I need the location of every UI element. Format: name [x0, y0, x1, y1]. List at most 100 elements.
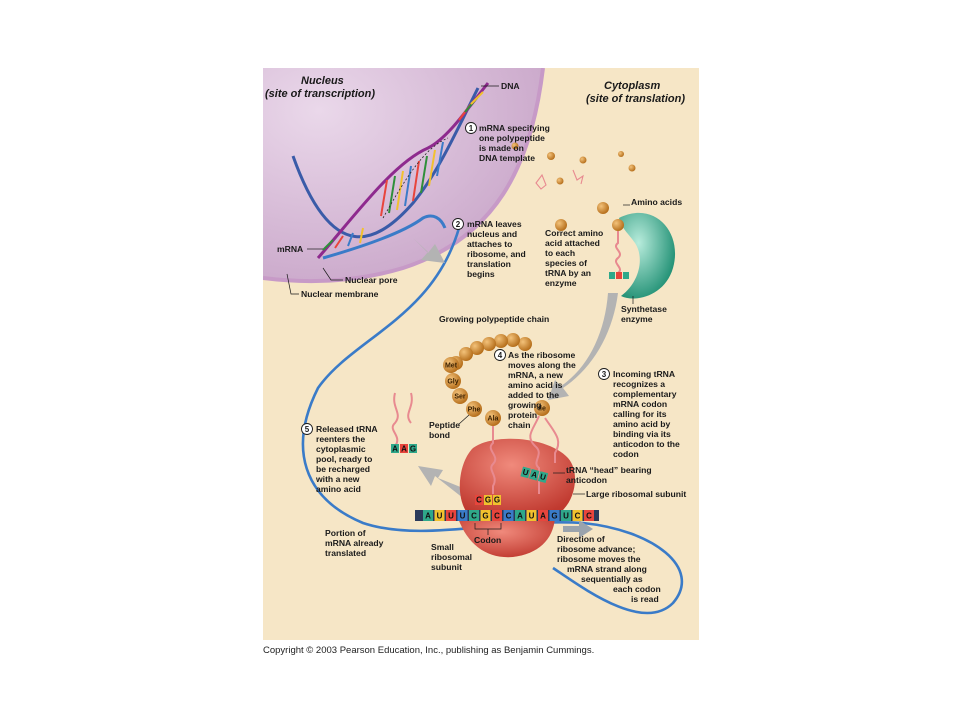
step-3-line-8: anticodon to the: [613, 439, 680, 449]
mrna-base-tile: [423, 510, 433, 521]
direction-line-7: is read: [631, 594, 659, 604]
mrna-base-letter: C: [506, 512, 512, 521]
mrna-base-tile: [526, 510, 537, 521]
small-subunit-line-2: ribosomal: [431, 552, 472, 562]
amino-acid-phe: Phe: [468, 407, 481, 414]
step-4-line-6: growing: [508, 400, 541, 410]
mrna-base-tile: [561, 510, 571, 521]
step-4-line-8: chain: [508, 420, 530, 430]
peptide-bond-line-1: Peptide: [429, 420, 460, 430]
cytoplasm-subtitle: (site of translation): [586, 93, 685, 105]
step-5-line-3: cytoplasmic: [316, 444, 366, 454]
protein-synthesis-figure: Met Gly Ser Phe Ala Ile A A G C G: [263, 68, 699, 640]
mrna-base-tile: [434, 510, 445, 521]
cytoplasm-title: Cytoplasm: [604, 80, 660, 92]
arrow-released-trna: [418, 466, 468, 498]
small-subunit-line-3: subunit: [431, 562, 462, 572]
step-4-line-7: protein: [508, 410, 537, 420]
step-2-number: 2: [456, 220, 461, 229]
mrna-strand: [301, 227, 684, 615]
step-2-line-1: mRNA leaves: [467, 219, 522, 229]
large-subunit-label: Large ribosomal subunit: [586, 489, 686, 499]
portion-line-1: Portion of: [325, 528, 366, 538]
direction-line-3: ribosome moves the: [557, 554, 641, 564]
step-2-line-3: attaches to: [467, 239, 512, 249]
mrna-base-letter: U: [529, 512, 535, 521]
synthetase-line-1: Synthetase: [621, 304, 667, 314]
step-3-circle: [598, 368, 610, 380]
correct-amino-line-3: to each: [545, 248, 575, 258]
portion-line-3: translated: [325, 548, 366, 558]
step-3-line-7: binding via its: [613, 429, 671, 439]
small-subunit-line-1: Small: [431, 542, 454, 552]
mrna-base-tile: [584, 510, 594, 521]
nucleus-title: Nucleus: [301, 75, 344, 87]
figure-svg: Met Gly Ser Phe Ala Ile A A G C G: [263, 68, 699, 640]
step-2-line-6: begins: [467, 269, 495, 279]
step-3-line-9: codon: [613, 449, 639, 459]
mrna-base-tile: [538, 510, 548, 521]
step-1-circle: [465, 122, 477, 134]
amino-acid-met: Met: [445, 363, 458, 370]
mrna-base-letter: C: [575, 512, 581, 521]
mrna-base-tile: [457, 510, 468, 521]
step-2-circle: [452, 218, 464, 230]
base-a2: A: [401, 445, 407, 454]
step-4-number: 4: [498, 351, 503, 360]
correct-amino-line-4: species of: [545, 258, 587, 268]
step-3-line-4: mRNA codon: [613, 399, 667, 409]
step-2: 2 mRNA leaves nucleus and attaches to ri…: [452, 218, 526, 279]
step-3-line-6: amino acid by: [613, 419, 671, 429]
step-5: 5 Released tRNA reenters the cytoplasmic…: [301, 423, 378, 494]
free-trna-outlines: [535, 169, 584, 190]
charging-trna: [609, 219, 629, 279]
portion-line-2: mRNA already: [325, 538, 384, 548]
step-5-line-4: pool, ready to: [316, 454, 372, 464]
codon-bracket: [474, 523, 502, 535]
step-4-line-4: amino acid is: [508, 380, 563, 390]
base-u2: U: [539, 472, 547, 482]
base-a1: A: [392, 445, 398, 454]
direction-label: Direction of ribosome advance; ribosome …: [557, 534, 661, 604]
step-5-circle: [301, 423, 313, 435]
step-5-line-6: with a new: [315, 474, 360, 484]
step-2-line-2: nucleus and: [467, 229, 517, 239]
step-1-line-4: DNA template: [479, 153, 535, 163]
free-amino-acids: [511, 142, 636, 231]
correct-amino-line-1: Correct amino: [545, 228, 603, 238]
base-a: A: [530, 470, 538, 480]
step-3: 3 Incoming tRNA recognizes a complementa…: [598, 368, 680, 459]
arrow-direction: [563, 520, 593, 538]
mrna-base-tile: [503, 510, 514, 521]
base-c: C: [476, 496, 482, 505]
direction-line-5: sequentially as: [581, 574, 643, 584]
amino-acids-label: Amino acids: [631, 197, 682, 207]
correct-amino-label: Correct amino acid attached to each spec…: [545, 228, 603, 288]
mrna-base-letter: A: [517, 512, 523, 521]
step-4-line-1: As the ribosome: [508, 350, 576, 360]
mrna-base-tile: [469, 510, 479, 521]
amino-acid-ala: Ala: [488, 416, 499, 423]
step-5-line-2: reenters the: [316, 434, 365, 444]
direction-line-4: mRNA strand along: [567, 564, 647, 574]
arrow-to-ribosome: [413, 238, 445, 263]
peptide-bond-line-2: bond: [429, 430, 450, 440]
direction-line-1: Direction of: [557, 534, 605, 544]
step-4-line-2: moves along the: [508, 360, 576, 370]
base-g1: G: [485, 496, 491, 505]
growing-chain-label: Growing polypeptide chain: [439, 314, 549, 324]
nuclear-membrane-leader: [286, 273, 299, 295]
nuclear-pore-label: Nuclear pore: [345, 275, 398, 285]
ribosome-anticodon: C G G: [475, 495, 501, 505]
correct-amino-line-5: tRNA by an: [545, 268, 591, 278]
mrna-base-letter: U: [563, 512, 569, 521]
mrna-base-tile: [480, 510, 491, 521]
step-3-line-2: recognizes a: [613, 379, 665, 389]
step-3-number: 3: [602, 370, 607, 379]
step-5-line-5: be recharged: [316, 464, 370, 474]
step-1-line-2: one polypeptide: [479, 133, 545, 143]
nuclear-pore-leader: [322, 267, 343, 281]
step-5-line-7: amino acid: [316, 484, 361, 494]
